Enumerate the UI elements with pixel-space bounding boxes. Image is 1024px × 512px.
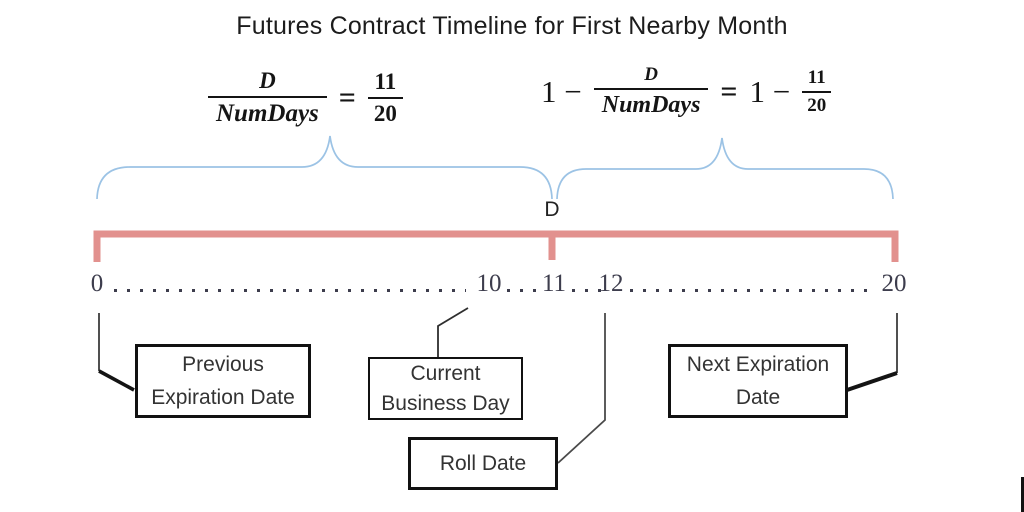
formula-left-rhs-numerator: 11 bbox=[374, 69, 397, 94]
formula-left-denominator: NumDays bbox=[208, 96, 327, 128]
roll-date-box: Roll Date bbox=[408, 437, 558, 490]
current-business-day-box: Current Business Day bbox=[368, 357, 523, 420]
formula-left-numerator: D bbox=[259, 68, 276, 93]
formula-right-numerator: D bbox=[644, 64, 658, 85]
formula-right-rhs-numerator: 11 bbox=[807, 66, 826, 88]
tick-label-20: 20 bbox=[881, 270, 907, 297]
right-brace bbox=[556, 137, 894, 200]
previous-expiration-date-box: Previous Expiration Date bbox=[135, 344, 311, 418]
tick-label-12: 12 bbox=[598, 270, 624, 297]
connector-roll-date bbox=[557, 313, 606, 464]
dotted-run-11-to-12 bbox=[572, 289, 602, 292]
left-brace bbox=[96, 135, 553, 200]
connector-current-business-day bbox=[437, 307, 469, 357]
equals-sign: = bbox=[720, 74, 738, 108]
dotted-run-0-to-10 bbox=[114, 289, 466, 292]
screen-edge-artifact bbox=[1021, 477, 1024, 512]
tick-label-11: 11 bbox=[541, 270, 567, 297]
fraction-11-20-right: 11 20 bbox=[802, 66, 832, 117]
connector-previous-expiration-thick bbox=[98, 369, 135, 392]
dotted-run-10-to-11 bbox=[507, 289, 543, 292]
current-business-line2: Business Day bbox=[381, 391, 510, 415]
fraction-11-20: 11 20 bbox=[367, 69, 403, 127]
segment-d-label: D bbox=[544, 198, 560, 221]
fraction-d-numdays: D NumDays bbox=[208, 68, 327, 128]
next-expiration-line1: Next Expiration bbox=[686, 353, 830, 376]
next-expiration-date-box: Next Expiration Date bbox=[668, 344, 848, 418]
current-business-line1: Current bbox=[410, 361, 481, 385]
previous-expiration-line2: Expiration Date bbox=[151, 386, 295, 409]
tick-label-10: 10 bbox=[476, 270, 502, 297]
roll-date-line1: Roll Date bbox=[439, 452, 527, 475]
tick-label-0: 0 bbox=[90, 270, 104, 297]
fraction-d-numdays-right: D NumDays bbox=[593, 64, 709, 119]
diagram-title: Futures Contract Timeline for First Near… bbox=[236, 12, 788, 40]
timeline-red-bracket bbox=[93, 230, 899, 262]
formula-right-denominator: NumDays bbox=[593, 88, 709, 119]
formula-right-rhs-denominator: 20 bbox=[802, 90, 832, 117]
formula-right-lead: 1 − bbox=[541, 73, 582, 109]
formula-left-rhs-denominator: 20 bbox=[367, 97, 403, 127]
formula-right-rhs-lead: 1 − bbox=[749, 73, 791, 109]
next-expiration-line2: Date bbox=[735, 386, 781, 409]
connector-next-expiration-thick bbox=[846, 371, 898, 392]
equals-sign: = bbox=[338, 81, 356, 114]
formula-left: D NumDays = 11 20 bbox=[208, 68, 403, 128]
formula-right: 1 − D NumDays = 1 − 11 20 bbox=[541, 64, 832, 119]
previous-expiration-line1: Previous bbox=[182, 353, 264, 376]
dotted-run-12-to-20 bbox=[630, 289, 870, 292]
